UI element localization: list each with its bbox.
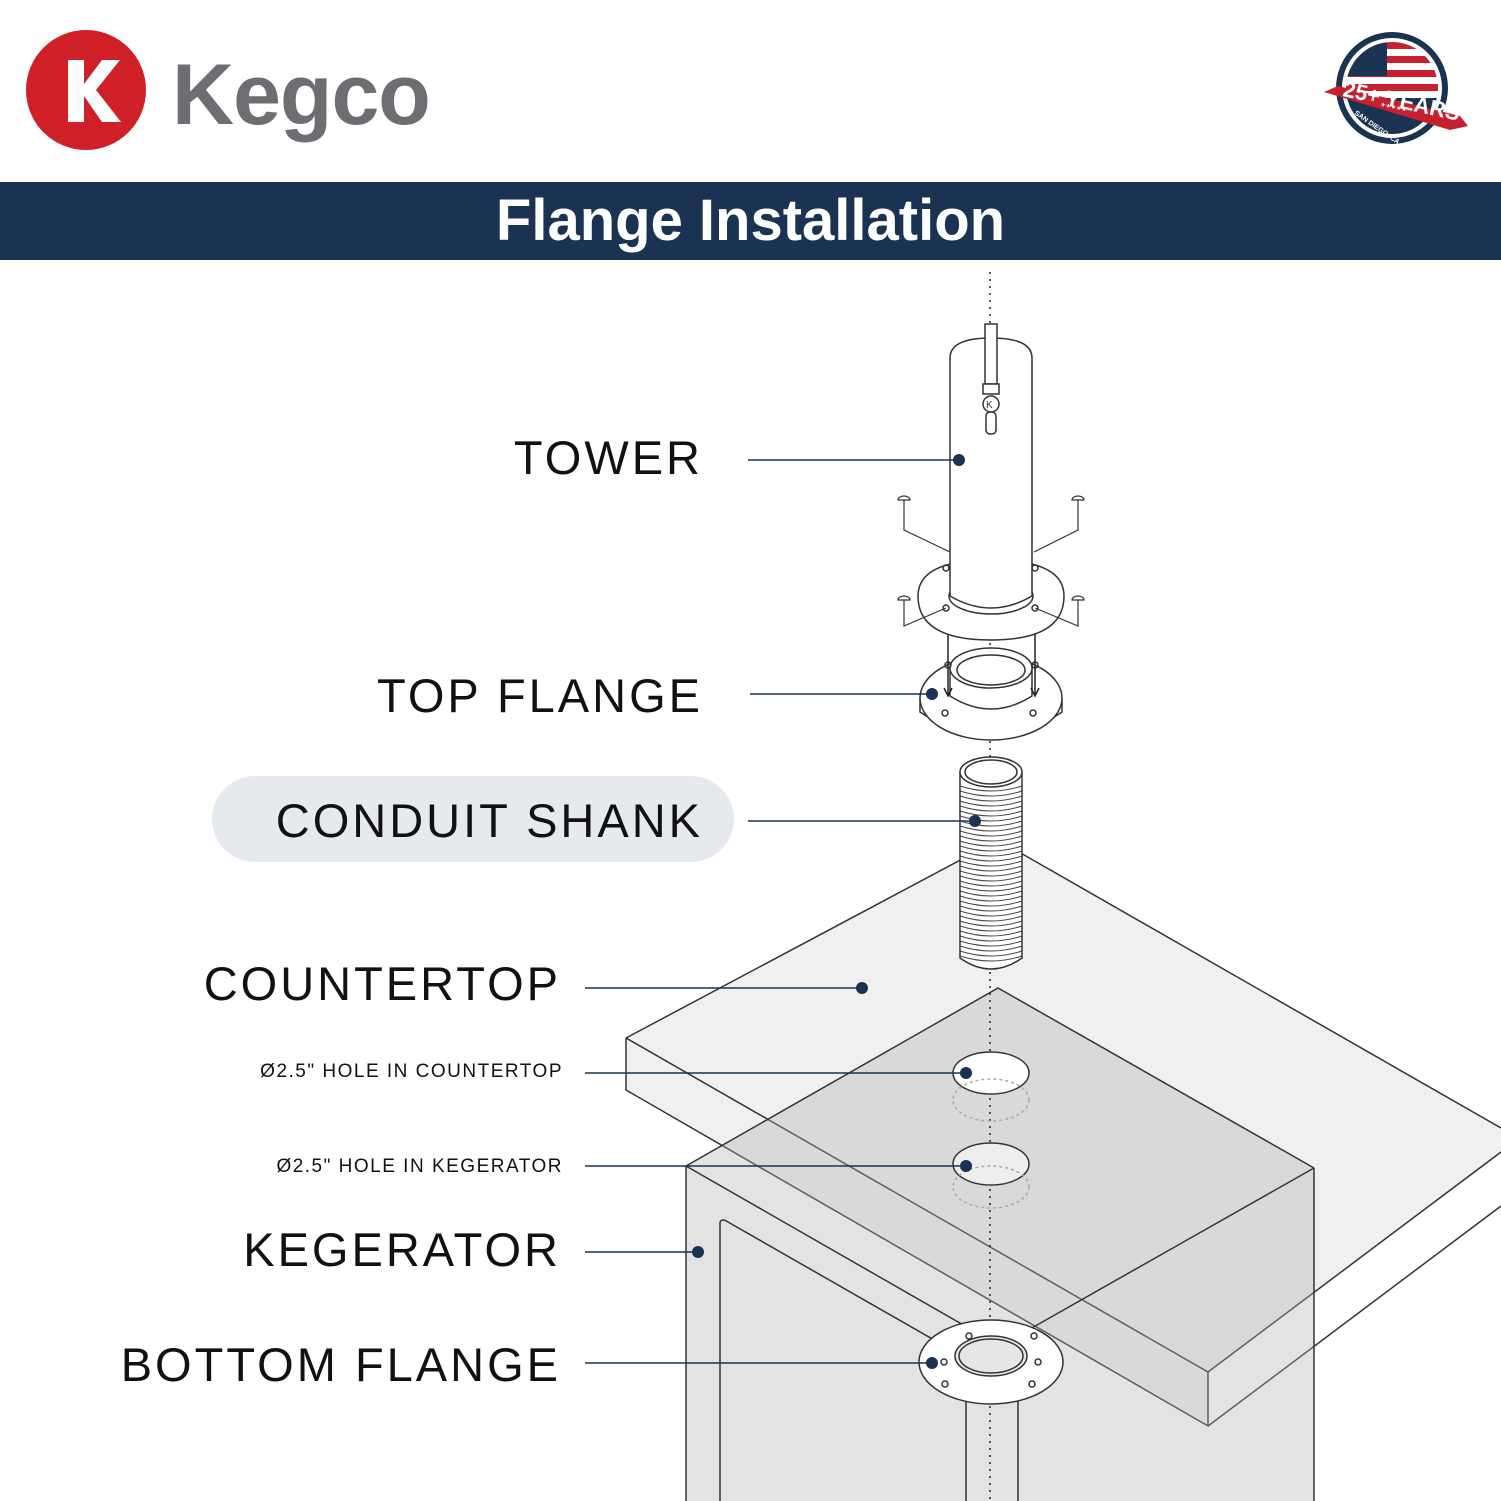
label-top-flange: TOP FLANGE xyxy=(376,669,703,722)
shank-thread xyxy=(959,875,1023,882)
hole-in-kegerator xyxy=(952,1142,1030,1209)
conduit-shank-part xyxy=(959,756,1023,970)
shank-thread xyxy=(959,785,1023,792)
tower-part: K xyxy=(917,323,1065,641)
shank-thread xyxy=(959,800,1023,807)
label-conduit-shank: CONDUIT SHANK xyxy=(275,794,703,847)
page-title: Flange Installation xyxy=(495,188,1006,253)
label-kegerator: KEGERATOR xyxy=(243,1223,561,1276)
kegco-wordmark: Kegco xyxy=(172,47,431,143)
shank-thread xyxy=(959,835,1023,842)
leader-dot-tower xyxy=(953,454,965,466)
shank-thread xyxy=(959,845,1023,852)
shank-thread xyxy=(959,915,1023,922)
leader-dot-bottom-flange xyxy=(926,1357,938,1369)
shank-thread xyxy=(959,795,1023,802)
shank-thread xyxy=(959,950,1023,957)
shank-thread xyxy=(959,805,1023,812)
shank-thread xyxy=(959,810,1023,817)
label-hole-kegerator: Ø2.5" HOLE IN KEGERATOR xyxy=(276,1156,563,1177)
shank-thread xyxy=(959,850,1023,857)
shank-thread xyxy=(959,910,1023,917)
leader-dot-countertop xyxy=(856,982,868,994)
shank-thread xyxy=(959,815,1023,822)
shank-thread xyxy=(959,925,1023,932)
shank-thread xyxy=(959,930,1023,937)
label-countertop: COUNTERTOP xyxy=(203,957,561,1010)
shank-thread xyxy=(959,900,1023,907)
leader-dot-conduit-shank xyxy=(969,815,981,827)
shank-thread xyxy=(959,870,1023,877)
top-flange-part xyxy=(919,630,1063,741)
tower-k-badge: K xyxy=(986,400,993,411)
bottom-flange-part xyxy=(918,1319,1064,1405)
usa-25-years-badge: 25+ YEARS ★★★★★ SAN DIEGO, CA xyxy=(1322,30,1472,160)
shank-thread xyxy=(959,880,1023,887)
title-banner: Flange Installation xyxy=(0,182,1501,260)
kegco-logo-mark xyxy=(26,30,146,150)
conduit-shank-highlight xyxy=(212,776,734,862)
k-letter-icon xyxy=(68,60,121,122)
kegerator-cabinet xyxy=(685,987,1315,1501)
label-hole-countertop: Ø2.5" HOLE IN COUNTERTOP xyxy=(260,1061,563,1082)
leader-dot-hole-countertop xyxy=(960,1067,972,1079)
shank-thread xyxy=(959,885,1023,892)
shank-thread xyxy=(959,855,1023,862)
shank-thread xyxy=(959,840,1023,847)
shank-thread xyxy=(959,830,1023,837)
leader-dot-top-flange xyxy=(926,688,938,700)
shank-thread xyxy=(959,945,1023,952)
shank-thread xyxy=(959,920,1023,927)
shank-thread xyxy=(959,865,1023,872)
leader-dot-kegerator xyxy=(692,1246,704,1258)
mounting-screws xyxy=(897,495,1085,627)
leader-dot-hole-kegerator xyxy=(960,1160,972,1172)
shank-thread xyxy=(959,955,1023,962)
label-tower: TOWER xyxy=(513,431,703,484)
shank-thread xyxy=(959,935,1023,942)
shank-thread xyxy=(959,825,1023,832)
shank-thread xyxy=(959,940,1023,947)
leader-lines xyxy=(585,454,981,1369)
shank-thread xyxy=(959,890,1023,897)
shank-thread xyxy=(959,905,1023,912)
shank-thread xyxy=(959,790,1023,797)
shank-thread xyxy=(959,820,1023,827)
shank-thread xyxy=(959,895,1023,902)
label-bottom-flange: BOTTOM FLANGE xyxy=(120,1338,561,1391)
shank-thread xyxy=(959,860,1023,867)
